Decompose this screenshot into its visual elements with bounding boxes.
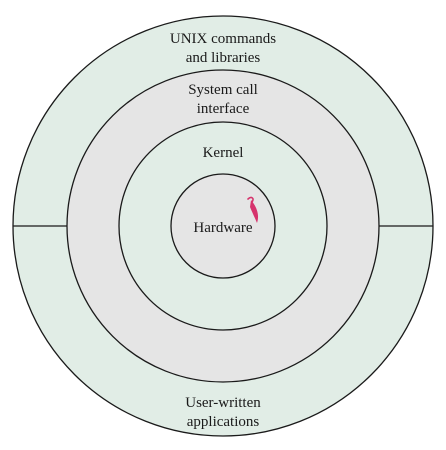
outer-top-label-line2: and libraries	[186, 50, 261, 66]
system-call-label-line2: interface	[197, 101, 250, 117]
outer-top-label-line1: UNIX commands	[170, 31, 276, 47]
red-curl-mark-icon	[247, 196, 259, 223]
outer-bottom-label-line2: applications	[187, 414, 260, 430]
hardware-core	[170, 173, 276, 279]
hardware-label: Hardware	[193, 220, 252, 236]
kernel-label: Kernel	[203, 145, 244, 161]
outer-bottom-label-line1: User-written	[185, 395, 261, 411]
system-call-label-line1: System call	[188, 82, 258, 98]
